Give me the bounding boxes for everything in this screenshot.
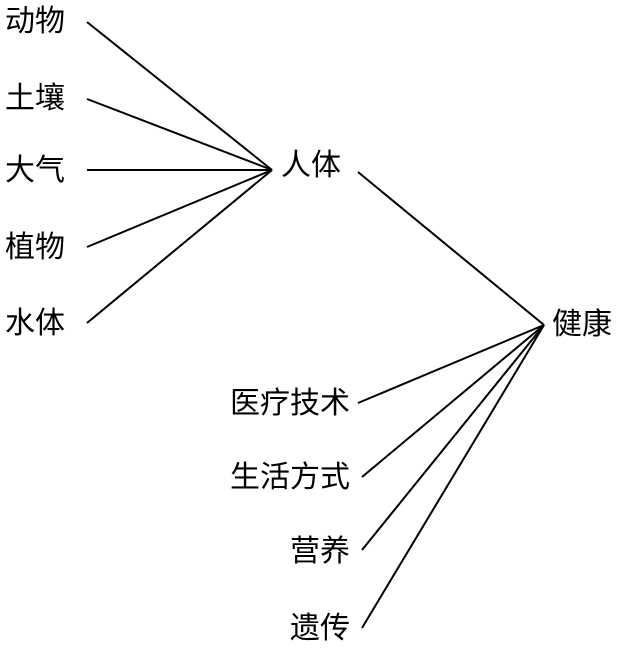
- link-animals-to-body: [86, 21, 273, 171]
- node-soil: 土壤: [5, 81, 65, 116]
- link-soil-to-body: [86, 98, 273, 171]
- node-lifestyle: 生活方式: [230, 460, 350, 495]
- link-lifestyle-to-health: [361, 324, 545, 478]
- node-plants: 植物: [5, 230, 65, 265]
- link-plants-to-body: [86, 169, 273, 248]
- node-health: 健康: [552, 307, 612, 342]
- node-medical-technology: 医疗技术: [230, 386, 350, 421]
- link-water-to-body: [86, 169, 273, 324]
- node-human-body: 人体: [281, 148, 341, 183]
- link-medical-to-health: [357, 324, 545, 404]
- node-air: 大气: [5, 153, 65, 188]
- node-nutrition: 营养: [290, 534, 350, 569]
- node-animals: 动物: [5, 4, 65, 39]
- link-body-to-health: [357, 171, 545, 326]
- node-water: 水体: [5, 306, 65, 341]
- link-nutrition-to-health: [361, 324, 545, 551]
- link-genetics-to-health: [361, 324, 545, 629]
- node-genetics: 遗传: [290, 611, 350, 646]
